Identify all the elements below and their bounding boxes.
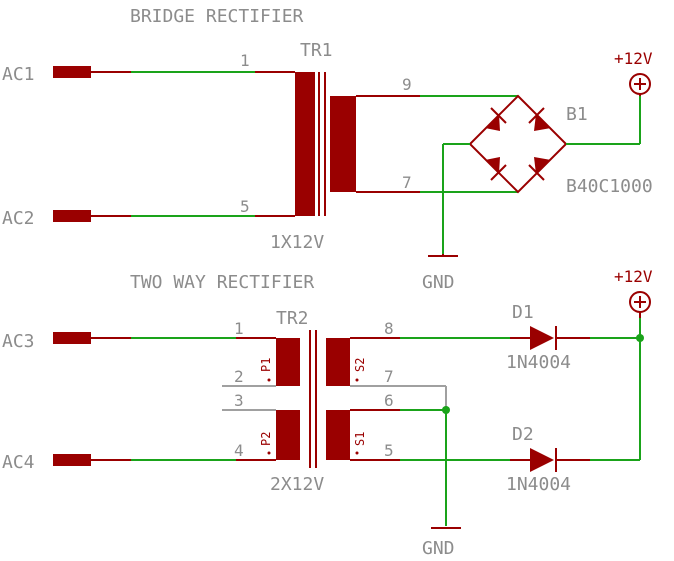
b1-ref: B1 — [566, 104, 588, 125]
tr1-pin5-label: 5 — [240, 197, 250, 216]
d1-ref: D1 — [512, 302, 534, 323]
tr2-s2-dot — [355, 378, 359, 382]
diode-d1[interactable] — [530, 326, 554, 350]
supply-12v-label-1: +12V — [614, 49, 653, 68]
tr2-p1-label: P1 — [259, 358, 273, 372]
input-ac4-label: AC4 — [2, 452, 35, 473]
tr2-pin8-label: 8 — [384, 319, 394, 338]
input-ac3-label: AC3 — [2, 331, 35, 352]
tr2-s1-label: S1 — [353, 432, 367, 446]
input-ac4-connector[interactable] — [53, 454, 91, 466]
tr2-p1-winding[interactable] — [276, 338, 300, 386]
d1-value: 1N4004 — [506, 352, 571, 373]
input-ac1-connector[interactable] — [53, 66, 91, 78]
input-ac2-label: AC2 — [2, 208, 35, 229]
tr2-value: 2X12V — [270, 474, 324, 495]
tr2-pin1-label: 1 — [234, 319, 244, 338]
junction-center-tap — [442, 406, 450, 414]
input-ac3-connector[interactable] — [53, 332, 91, 344]
tr1-primary[interactable] — [295, 72, 315, 216]
tr1-ref: TR1 — [300, 40, 333, 61]
tr2-pin4-label: 4 — [234, 441, 244, 460]
tr2-s2-label: S2 — [353, 358, 367, 372]
input-ac2-connector[interactable] — [53, 210, 91, 222]
tr2-ref: TR2 — [276, 308, 309, 329]
tr1-secondary[interactable] — [330, 96, 356, 192]
tr1-pin1-label: 1 — [240, 51, 250, 70]
d2-ref: D2 — [512, 424, 534, 445]
tr2-pin3-label: 3 — [234, 391, 244, 410]
input-ac1-label: AC1 — [2, 64, 35, 85]
tr2-s1-winding[interactable] — [326, 410, 350, 460]
tr2-pin5-label: 5 — [384, 441, 394, 460]
supply-12v-symbol-2[interactable] — [629, 291, 651, 313]
gnd-label-2: GND — [422, 538, 455, 559]
tr2-pin7-label: 7 — [384, 367, 394, 386]
b1-value: B40C1000 — [566, 176, 653, 197]
diode-d2[interactable] — [530, 448, 554, 472]
bridge-b1[interactable] — [468, 94, 568, 194]
tr1-pin7-label: 7 — [402, 173, 412, 192]
tr1-value: 1X12V — [270, 232, 324, 253]
bridge-title: BRIDGE RECTIFIER — [130, 6, 304, 27]
tr2-p1-dot — [267, 378, 271, 382]
supply-12v-symbol-1[interactable] — [629, 73, 651, 95]
gnd-label-1: GND — [422, 272, 455, 293]
tr2-p2-dot — [267, 451, 271, 455]
d2-value: 1N4004 — [506, 474, 571, 495]
twoway-title: TWO WAY RECTIFIER — [130, 272, 314, 293]
tr2-p2-label: P2 — [259, 432, 273, 446]
tr2-pin6-label: 6 — [384, 391, 394, 410]
tr2-pin2-label: 2 — [234, 367, 244, 386]
tr2-s2-winding[interactable] — [326, 338, 350, 386]
tr2-p2-winding[interactable] — [276, 410, 300, 460]
tr2-s1-dot — [355, 451, 359, 455]
supply-12v-label-2: +12V — [614, 267, 653, 286]
tr1-pin9-label: 9 — [402, 75, 412, 94]
